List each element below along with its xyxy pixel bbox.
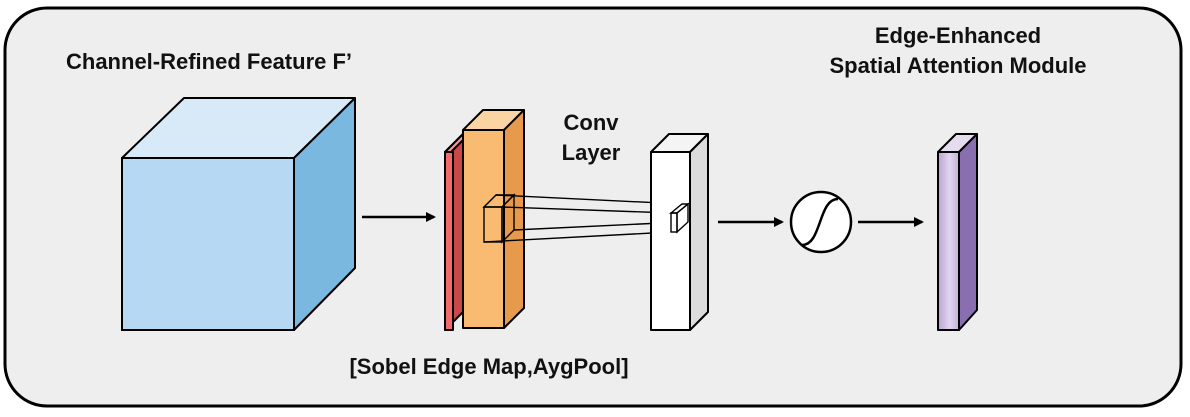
avgpool-map <box>462 109 525 329</box>
output-pixel-box <box>669 202 690 234</box>
input-feature-label: Channel-Refined Feature F’ <box>66 49 352 74</box>
conv-output-map <box>650 133 709 331</box>
concat-feature-maps <box>444 109 525 331</box>
cube-front-face <box>121 157 295 331</box>
concat-caption: [Sobel Edge Map,AygPool] <box>349 354 628 379</box>
module-title-line2: Spatial Attention Module <box>829 53 1086 78</box>
spatial-attention-map <box>937 133 978 331</box>
sigmoid-icon <box>789 190 853 254</box>
input-feature-cube <box>121 97 356 331</box>
module-title-line1: Edge-Enhanced <box>875 23 1041 48</box>
conv-layer-label-line2: Layer <box>562 140 621 165</box>
conv-layer-label-line1: Conv <box>564 110 620 135</box>
